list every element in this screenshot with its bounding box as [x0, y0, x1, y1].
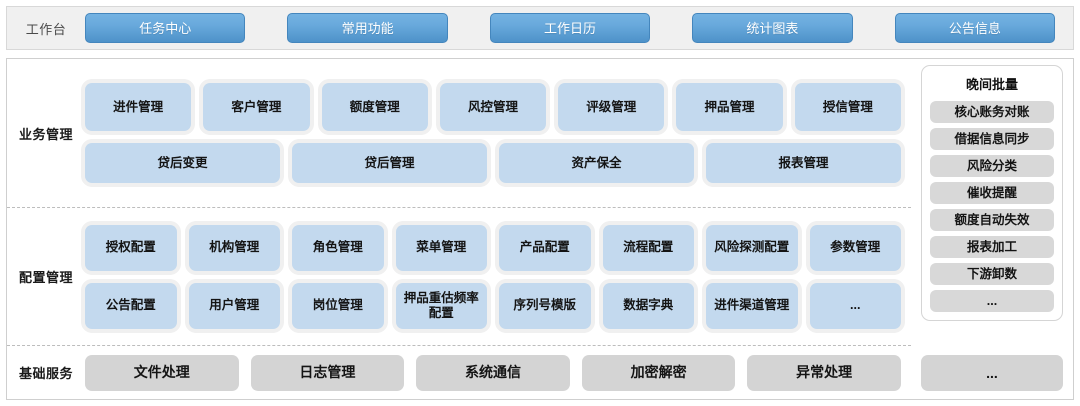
section-label-business: 业务管理 — [18, 126, 73, 142]
section-label-configuration: 配置管理 — [18, 270, 73, 285]
tab-work-calendar[interactable]: 工作日历 — [489, 13, 651, 43]
module-card-data-dictionary[interactable]: 数据字典 — [602, 282, 694, 329]
module-card-position-management[interactable]: 岗位管理 — [292, 282, 384, 329]
module-card-limit-management[interactable]: 额度管理 — [321, 83, 428, 131]
module-card-process-config[interactable]: 流程配置 — [602, 224, 694, 271]
batch-item-report-processing[interactable]: 报表加工 — [930, 236, 1054, 258]
module-card-serial-number-template[interactable]: 序列号模版 — [499, 282, 591, 329]
page-title: 工作台 — [25, 21, 67, 37]
top-navigation-bar: 工作台 任务中心 常用功能 工作日历 统计图表 公告信息 — [6, 6, 1074, 50]
module-card-incoming-management[interactable]: 进件管理 — [85, 83, 192, 131]
module-sections: 业务管理 进件管理 客户管理 额度管理 风控管理 评级管理 押品管理 授信管理 … — [7, 59, 911, 399]
module-card-file-processing[interactable]: 文件处理 — [85, 354, 239, 391]
configuration-row-1: 授权配置 机构管理 角色管理 菜单管理 产品配置 流程配置 风险探测配置 参数管… — [85, 224, 901, 271]
configuration-row-2: 公告配置 用户管理 岗位管理 押品重估频率配置 序列号模版 数据字典 进件渠道管… — [85, 282, 901, 329]
batch-item-more[interactable]: ... — [930, 290, 1054, 312]
section-rows-basic-services: 文件处理 日志管理 系统通信 加密解密 异常处理 — [85, 354, 911, 391]
batch-item-risk-classification[interactable]: 风险分类 — [930, 155, 1054, 177]
module-card-configuration-more[interactable]: ... — [809, 282, 901, 329]
nightly-batch-title: 晚间批量 — [965, 77, 1018, 92]
right-column-spacer — [921, 321, 1063, 349]
module-card-risk-control[interactable]: 风控管理 — [439, 83, 547, 131]
tab-common-functions[interactable]: 常用功能 — [287, 13, 448, 43]
basic-services-more-card[interactable]: ... — [921, 355, 1063, 391]
module-card-encryption-decryption[interactable]: 加密解密 — [581, 354, 736, 391]
module-card-menu-management[interactable]: 菜单管理 — [395, 224, 487, 271]
section-label-basic-services: 基础服务 — [18, 366, 73, 381]
nightly-batch-column: 晚间批量 核心账务对账 借据信息同步 风险分类 催收提醒 额度自动失效 报表加工… — [911, 59, 1073, 399]
section-basic-services: 基础服务 文件处理 日志管理 系统通信 加密解密 异常处理 — [7, 345, 911, 399]
top-tab-list: 任务中心 常用功能 工作日历 统计图表 公告信息 — [85, 13, 1073, 43]
module-card-incoming-channel-management[interactable]: 进件渠道管理 — [706, 282, 798, 329]
module-card-post-loan-management[interactable]: 贷后管理 — [292, 143, 487, 183]
batch-item-collection-reminder[interactable]: 催收提醒 — [930, 182, 1054, 204]
module-card-product-config[interactable]: 产品配置 — [499, 224, 591, 271]
nightly-batch-panel: 晚间批量 核心账务对账 借据信息同步 风险分类 催收提醒 额度自动失效 报表加工… — [921, 65, 1063, 321]
module-card-log-management[interactable]: 日志管理 — [250, 354, 405, 391]
module-card-exception-handling[interactable]: 异常处理 — [747, 354, 901, 391]
tab-task-center[interactable]: 任务中心 — [85, 13, 246, 43]
batch-item-auto-limit-expiry[interactable]: 额度自动失效 — [930, 209, 1054, 231]
module-map-container: 业务管理 进件管理 客户管理 额度管理 风控管理 评级管理 押品管理 授信管理 … — [6, 58, 1074, 400]
module-card-report-management[interactable]: 报表管理 — [706, 143, 901, 183]
module-card-risk-detection-config[interactable]: 风险探测配置 — [706, 224, 798, 271]
section-rows-business: 进件管理 客户管理 额度管理 风控管理 评级管理 押品管理 授信管理 贷后变更 … — [85, 83, 911, 183]
batch-item-loan-record-sync[interactable]: 借据信息同步 — [930, 128, 1054, 150]
basic-services-row-1: 文件处理 日志管理 系统通信 加密解密 异常处理 — [85, 354, 901, 391]
tab-statistics-chart[interactable]: 统计图表 — [692, 13, 853, 43]
module-card-collateral-revaluation-frequency[interactable]: 押品重估频率配置 — [395, 282, 487, 329]
section-business-management: 业务管理 进件管理 客户管理 额度管理 风控管理 评级管理 押品管理 授信管理 … — [7, 59, 911, 207]
module-card-post-loan-change[interactable]: 贷后变更 — [85, 143, 280, 183]
module-card-credit-management[interactable]: 授信管理 — [794, 83, 901, 131]
batch-item-core-account-reconciliation[interactable]: 核心账务对账 — [930, 101, 1054, 123]
module-card-collateral-management[interactable]: 押品管理 — [676, 83, 783, 131]
module-card-announcement-config[interactable]: 公告配置 — [85, 282, 177, 329]
module-card-authorization-config[interactable]: 授权配置 — [85, 224, 177, 271]
module-card-parameter-management[interactable]: 参数管理 — [809, 224, 901, 271]
module-card-organization-management[interactable]: 机构管理 — [188, 224, 280, 271]
tab-announcements[interactable]: 公告信息 — [894, 13, 1056, 43]
module-card-role-management[interactable]: 角色管理 — [292, 224, 384, 271]
module-card-rating-management[interactable]: 评级管理 — [558, 83, 665, 131]
section-configuration-management: 配置管理 授权配置 机构管理 角色管理 菜单管理 产品配置 流程配置 风险探测配… — [7, 207, 911, 345]
business-row-1: 进件管理 客户管理 额度管理 风控管理 评级管理 押品管理 授信管理 — [85, 83, 901, 131]
section-rows-configuration: 授权配置 机构管理 角色管理 菜单管理 产品配置 流程配置 风险探测配置 参数管… — [85, 224, 911, 329]
batch-item-downstream-data-unload[interactable]: 下游卸数 — [930, 263, 1054, 285]
module-card-customer-management[interactable]: 客户管理 — [203, 83, 310, 131]
module-card-system-communication[interactable]: 系统通信 — [416, 354, 570, 391]
module-card-user-management[interactable]: 用户管理 — [188, 282, 280, 329]
module-card-asset-preservation[interactable]: 资产保全 — [499, 143, 694, 183]
business-row-2: 贷后变更 贷后管理 资产保全 报表管理 — [85, 143, 901, 183]
